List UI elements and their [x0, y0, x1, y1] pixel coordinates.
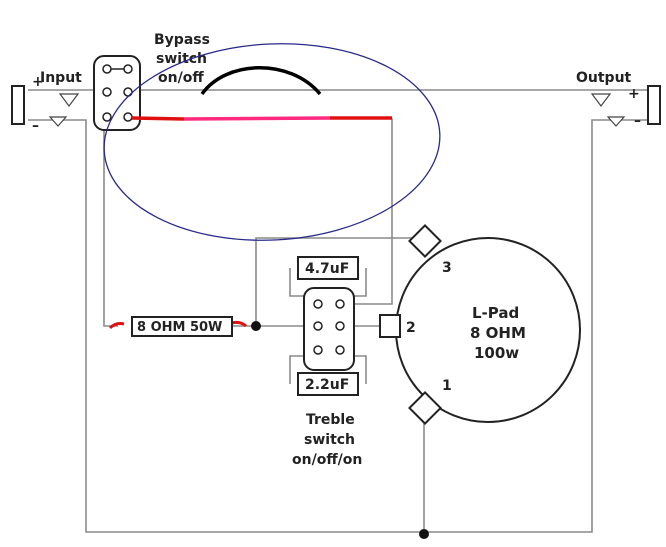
capacitor-2-2uf: 2.2uF: [297, 372, 359, 396]
output-plus-label: +: [628, 86, 640, 102]
bypass-label-line2: switch: [156, 51, 207, 67]
input-label: Input: [40, 70, 82, 86]
lpad-pin3-label: 3: [442, 260, 452, 276]
treble-label-line3: on/off/on: [292, 452, 362, 468]
junction-node-ground: [419, 529, 429, 539]
input-plus-label: +: [32, 74, 44, 90]
bypass-label-line3: on/off: [158, 70, 204, 86]
resistor-8ohm-50w: 8 OHM 50W: [131, 316, 233, 337]
resistor-label: 8 OHM 50W: [137, 320, 222, 335]
treble-switch-label: Treble switch on/off/on: [292, 412, 362, 468]
treble-label-line2: switch: [304, 432, 355, 448]
lpad-pin1-label: 1: [442, 378, 452, 394]
output-label: Output: [576, 70, 632, 86]
treble-switch: [303, 287, 355, 371]
lpad-label-line1: L-Pad: [472, 304, 519, 322]
cap-bottom-label: 2.2uF: [305, 377, 349, 393]
cap-top-label: 4.7uF: [305, 261, 349, 277]
lpad-label-line3: 100w: [474, 344, 519, 362]
ground-wire: [28, 119, 648, 533]
l-pad: 3 2 1 L-Pad 8 OHM 100w: [379, 224, 581, 425]
hot-wires: [28, 89, 648, 532]
bypass-switch: [93, 55, 141, 131]
input-minus-label: –: [32, 118, 39, 134]
bypass-switch-label: Bypass switch on/off: [154, 32, 210, 86]
bypass-label-line1: Bypass: [154, 32, 210, 48]
lpad-pin2-label: 2: [406, 320, 416, 336]
annotation-ellipse: [103, 43, 441, 241]
output-minus-label: –: [634, 113, 641, 129]
capacitor-4-7uf: 4.7uF: [297, 256, 359, 280]
output-jack: + – Output: [576, 70, 661, 129]
treble-label-line1: Treble: [306, 412, 355, 428]
lpad-label-line2: 8 OHM: [470, 324, 526, 342]
bypass-jumper-arc: [200, 66, 322, 96]
input-jack: + – Input: [11, 70, 82, 134]
added-red-wire: [108, 116, 392, 330]
junction-node-resistor: [251, 321, 261, 331]
